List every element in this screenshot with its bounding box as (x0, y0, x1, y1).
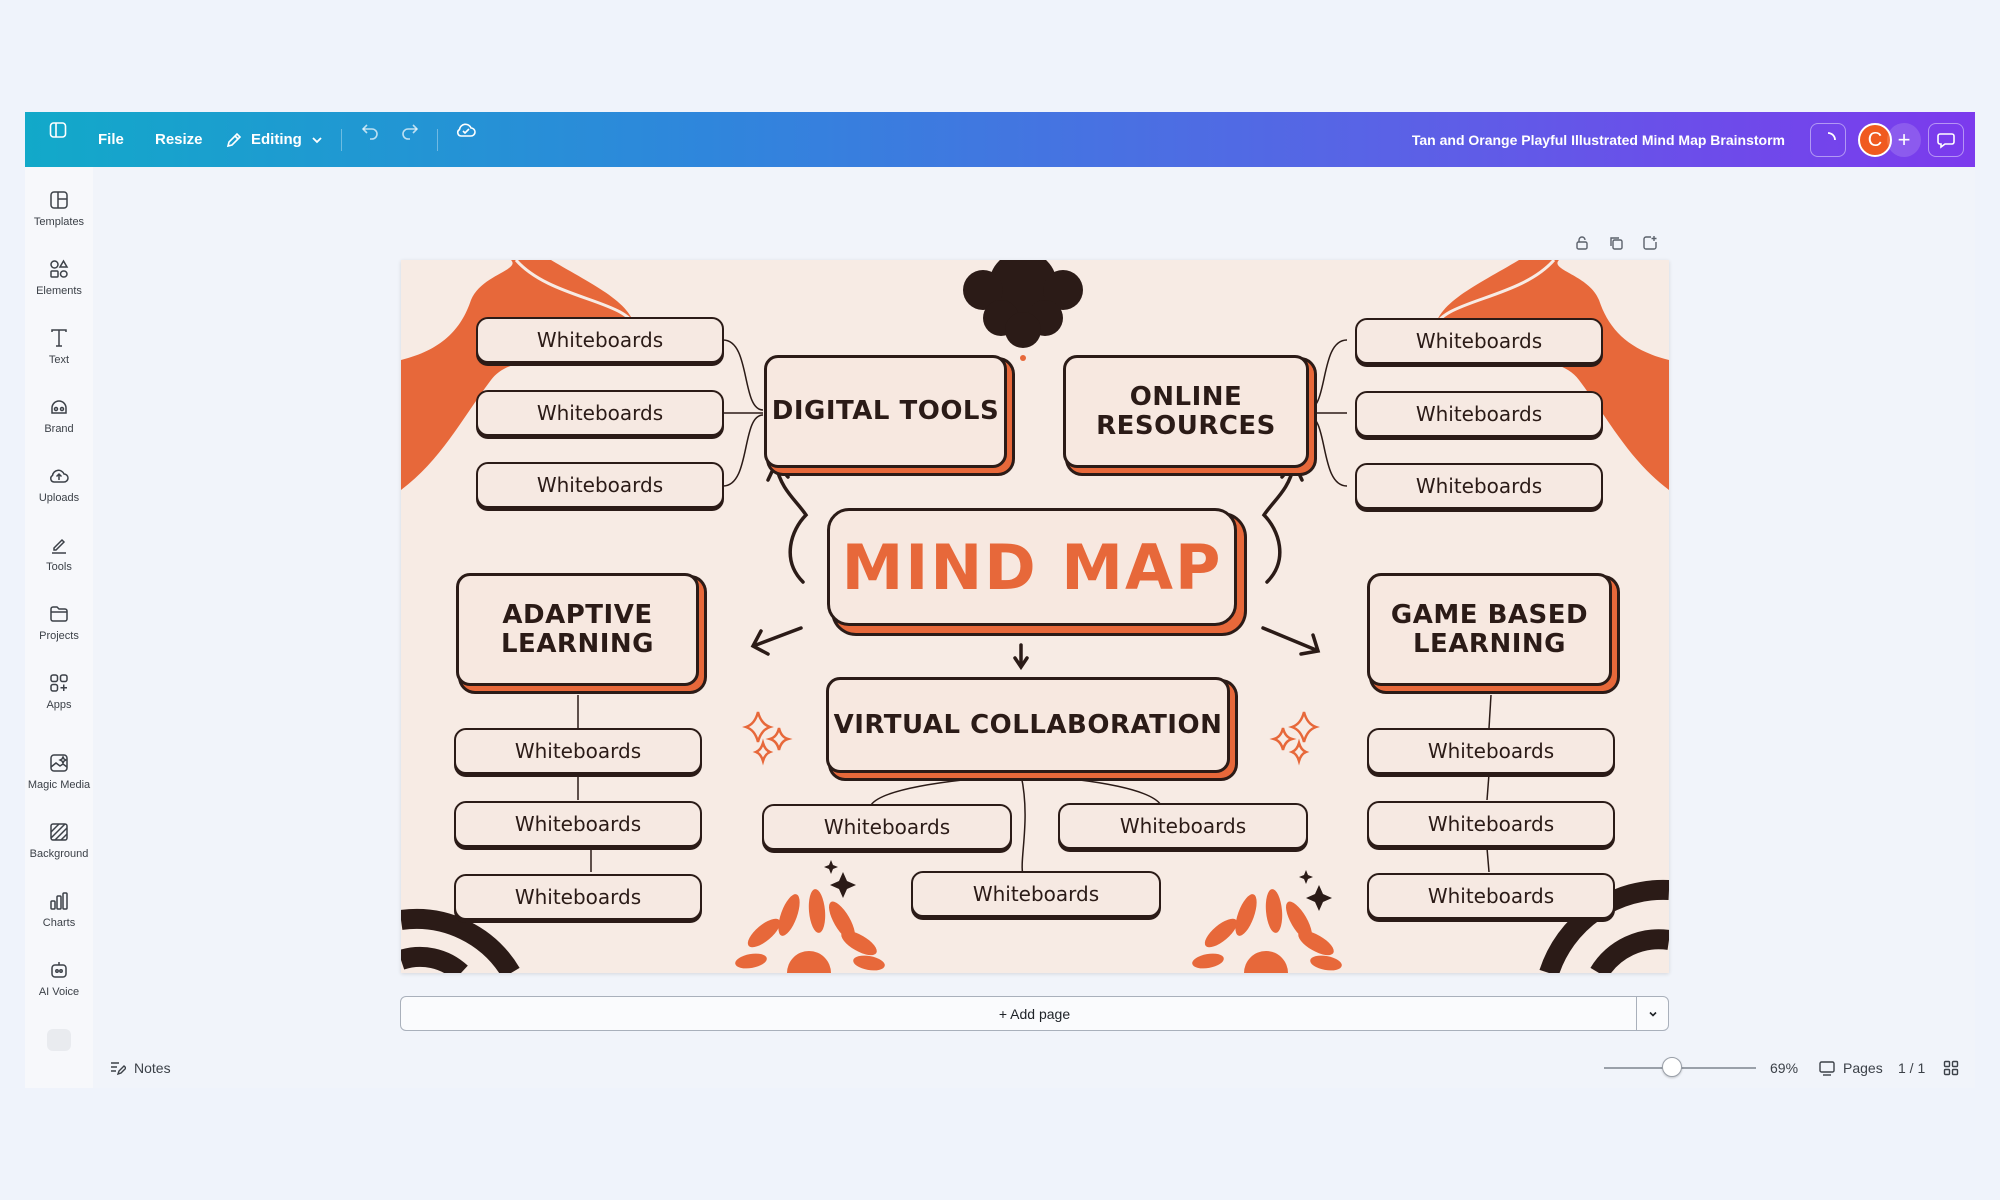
leaf-whiteboards[interactable]: Whiteboards (454, 801, 702, 847)
leaf-whiteboards[interactable]: Whiteboards (911, 871, 1161, 917)
sidebar-item-label: Uploads (38, 492, 80, 504)
mind-map-title[interactable]: MIND MAP (827, 508, 1237, 626)
add-page-icon[interactable] (1639, 232, 1661, 254)
leaf-whiteboards[interactable]: Whiteboards (1355, 391, 1603, 437)
leaf-whiteboards[interactable]: Whiteboards (476, 462, 724, 508)
document-title[interactable]: Tan and Orange Playful Illustrated Mind … (1411, 131, 1785, 148)
ai-voice-icon (51, 962, 67, 978)
sidebar-item-label: Projects (39, 630, 79, 642)
sidebar-item-label: Background (29, 848, 89, 860)
uploads-icon (50, 469, 69, 483)
cloud-saved-icon[interactable] (448, 112, 484, 148)
sidebar-item-text[interactable]: Text (25, 327, 93, 387)
topic-virtual-collaboration[interactable]: VIRTUAL COLLABORATION (826, 677, 1230, 773)
add-page-label: + Add page (998, 1005, 1071, 1022)
topic-online-resources[interactable]: ONLINE RESOURCES (1063, 355, 1309, 468)
leaf-whiteboards[interactable]: Whiteboards (1058, 803, 1308, 849)
pages-icon (1819, 1061, 1835, 1076)
page-counter[interactable]: 1 / 1 (1898, 1060, 1926, 1076)
brand-icon (51, 400, 67, 414)
toggle-sidebar-icon[interactable] (40, 112, 76, 148)
chevron-down-icon (312, 136, 322, 143)
pages-button[interactable]: Pages (1818, 1050, 1883, 1086)
leaf-whiteboards[interactable]: Whiteboards (1355, 318, 1603, 364)
topic-game-based-learning[interactable]: GAME BASED LEARNING (1367, 573, 1612, 686)
grid-view-icon[interactable] (1943, 1050, 1959, 1086)
sidebar-item-label: Elements (36, 285, 82, 297)
invite-button[interactable]: + (1887, 123, 1921, 157)
resize-button[interactable]: Resize (155, 131, 203, 148)
sidebar-item-templates[interactable]: Templates (25, 189, 93, 249)
sidebar-item-label: Apps (46, 699, 72, 711)
magic-media-icon (50, 754, 68, 772)
notes-label: Notes (134, 1060, 171, 1076)
sidebar-item-ai-voice[interactable]: AI Voice (25, 959, 93, 1019)
loading-spinner-icon[interactable] (1810, 123, 1846, 157)
chevron-down-icon (1648, 1011, 1657, 1017)
avatar[interactable]: C (1858, 123, 1892, 157)
sidebar-item-label: Magic Media (27, 779, 91, 791)
duplicate-page-icon[interactable] (1605, 232, 1627, 254)
bottom-bar: Notes 69% Pages 1 / 1 (0, 1050, 2000, 1086)
left-sidebar: Templates Elements Text Brand Uploads To… (25, 167, 93, 1088)
tools-icon (52, 538, 66, 554)
sidebar-item-background[interactable]: Background (25, 821, 93, 881)
elements-icon (50, 259, 69, 278)
editing-mode-button[interactable]: Editing (225, 112, 324, 167)
sidebar-item-apps[interactable]: Apps (25, 672, 93, 732)
topic-digital-tools[interactable]: DIGITAL TOOLS (764, 355, 1007, 468)
zoom-slider-thumb[interactable] (1662, 1057, 1683, 1077)
comments-icon[interactable] (1928, 123, 1964, 157)
projects-icon (50, 606, 68, 622)
notes-icon (111, 1062, 126, 1076)
charts-icon (50, 892, 68, 910)
toolbar-divider (341, 129, 342, 151)
leaf-whiteboards[interactable]: Whiteboards (762, 804, 1012, 850)
sidebar-item-charts[interactable]: Charts (25, 890, 93, 950)
leaf-whiteboards[interactable]: Whiteboards (476, 317, 724, 363)
background-icon (50, 823, 68, 841)
sidebar-item-label: Text (48, 354, 70, 366)
pages-label: Pages (1843, 1060, 1883, 1076)
top-toolbar: File Resize Editing Tan and Orange Playf… (25, 112, 1975, 167)
sidebar-item-label: Tools (46, 561, 72, 573)
undo-icon[interactable] (352, 112, 388, 148)
add-page-button[interactable]: + Add page (400, 996, 1669, 1031)
sidebar-item-projects[interactable]: Projects (25, 603, 93, 663)
leaf-whiteboards[interactable]: Whiteboards (476, 390, 724, 436)
topic-adaptive-learning[interactable]: ADAPTIVE LEARNING (456, 573, 699, 686)
text-icon (51, 329, 67, 347)
sidebar-more-placeholder[interactable] (47, 1029, 71, 1051)
toolbar-divider (437, 129, 438, 151)
sidebar-item-tools[interactable]: Tools (25, 534, 93, 594)
sidebar-item-label: Brand (44, 423, 74, 435)
sidebar-item-magic-media[interactable]: Magic Media (25, 752, 93, 812)
leaf-whiteboards[interactable]: Whiteboards (454, 874, 702, 920)
leaf-whiteboards[interactable]: Whiteboards (1355, 463, 1603, 509)
design-canvas[interactable]: MIND MAP DIGITAL TOOLS ONLINE RESOURCES … (401, 260, 1669, 973)
sidebar-item-uploads[interactable]: Uploads (25, 465, 93, 525)
lock-icon[interactable] (1571, 232, 1593, 254)
sidebar-item-label: Templates (33, 216, 85, 228)
sidebar-item-brand[interactable]: Brand (25, 396, 93, 456)
zoom-level[interactable]: 69% (1770, 1060, 1799, 1076)
leaf-whiteboards[interactable]: Whiteboards (1367, 873, 1615, 919)
sidebar-item-elements[interactable]: Elements (25, 258, 93, 318)
templates-icon (50, 191, 68, 209)
sidebar-item-label: AI Voice (38, 986, 80, 998)
apps-icon (50, 674, 68, 692)
leaf-whiteboards[interactable]: Whiteboards (1367, 801, 1615, 847)
leaf-whiteboards[interactable]: Whiteboards (454, 728, 702, 774)
notes-button[interactable]: Notes (108, 1050, 171, 1086)
redo-icon[interactable] (392, 112, 428, 148)
add-page-options-button[interactable] (1636, 997, 1668, 1030)
pencil-icon (226, 132, 242, 147)
editing-label: Editing (251, 131, 302, 148)
sidebar-item-label: Charts (42, 917, 76, 929)
leaf-whiteboards[interactable]: Whiteboards (1367, 728, 1615, 774)
file-menu-button[interactable]: File (98, 131, 124, 148)
